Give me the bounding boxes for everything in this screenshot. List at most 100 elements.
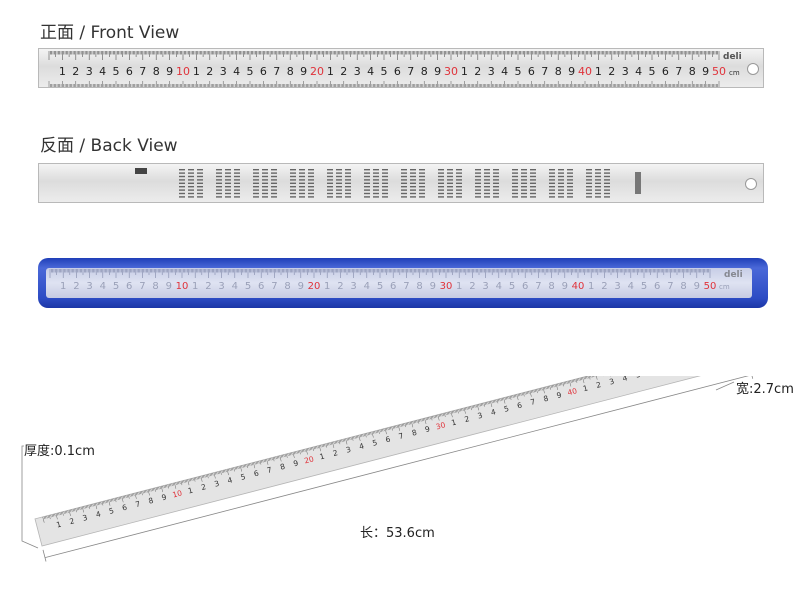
table-print-mark	[456, 189, 462, 191]
table-print-mark	[586, 172, 592, 174]
tick-mark	[548, 386, 550, 389]
table-print-mark	[327, 196, 333, 198]
tick-mark	[158, 486, 160, 490]
scale-number: 3	[86, 65, 93, 78]
tick-mark	[371, 431, 374, 438]
tick-mark	[544, 387, 546, 390]
table-print-mark	[216, 196, 222, 198]
scale-number: 2	[595, 380, 602, 390]
tick-mark	[117, 497, 119, 500]
table-print-mark	[299, 186, 305, 188]
tick-mark	[476, 404, 479, 411]
tick-mark	[491, 400, 493, 404]
tick-mark	[448, 411, 450, 415]
tick-mark	[93, 503, 95, 507]
tick-mark	[453, 410, 455, 414]
scale-number: 3	[86, 281, 92, 292]
tick-mark	[145, 490, 147, 493]
scale-number: 1	[588, 281, 594, 292]
tick-mark	[47, 515, 49, 519]
tick-mark	[320, 444, 322, 448]
table-print-mark	[521, 189, 527, 191]
tick-mark	[587, 376, 589, 379]
table-print-mark	[290, 175, 296, 178]
tick-mark	[299, 450, 301, 455]
scale-number: 2	[205, 281, 211, 292]
table-print-mark	[530, 192, 536, 195]
table-print-mark	[456, 175, 462, 178]
tick-mark	[103, 501, 105, 504]
tick-mark	[396, 425, 398, 428]
table-print-mark	[327, 169, 333, 171]
tick-mark	[404, 423, 407, 428]
table-print-mark	[493, 196, 499, 198]
tick-mark	[433, 415, 435, 419]
tick-mark	[379, 429, 381, 433]
table-print-mark	[595, 189, 601, 191]
scale-number: 4	[628, 281, 634, 292]
tick-mark	[56, 513, 59, 516]
table-print-mark	[299, 192, 305, 195]
scale-number: 3	[614, 281, 620, 292]
tick-mark	[346, 438, 348, 441]
tick-mark	[76, 507, 78, 511]
scale-number: 6	[394, 65, 401, 78]
tick-mark	[99, 502, 101, 505]
tick-mark	[508, 396, 510, 399]
tick-mark	[232, 467, 234, 471]
tick-mark	[390, 426, 392, 430]
table-print-mark	[567, 182, 573, 184]
table-print-mark	[438, 169, 444, 171]
tick-mark	[400, 424, 402, 427]
table-print-mark	[216, 175, 222, 178]
tick-mark	[345, 438, 348, 445]
scale-number: 9	[562, 281, 568, 292]
tick-mark	[495, 399, 497, 403]
tick-mark	[354, 436, 356, 439]
scale-number: 6	[654, 281, 660, 292]
table-print-mark	[345, 189, 351, 191]
table-print-mark	[549, 182, 555, 184]
table-print-mark	[401, 189, 407, 191]
tick-mark	[126, 495, 128, 498]
scale-number: 8	[689, 65, 696, 78]
tick-mark	[110, 499, 113, 502]
table-print-mark	[179, 179, 185, 181]
tick-mark	[416, 420, 418, 423]
tick-mark	[151, 488, 153, 492]
tick-mark	[291, 452, 293, 456]
scale-number: 4	[496, 281, 502, 292]
table-print-mark	[456, 192, 462, 195]
tick-mark	[42, 516, 45, 523]
table-print-mark	[188, 179, 194, 181]
table-print-mark	[401, 169, 407, 171]
tick-mark	[457, 409, 459, 414]
table-print-mark	[290, 189, 296, 191]
table-print-mark	[382, 175, 388, 178]
table-print-mark	[234, 172, 240, 174]
table-print-mark	[595, 186, 601, 188]
table-print-mark	[410, 175, 416, 178]
length-dimension-tick	[749, 376, 754, 379]
tick-mark	[482, 403, 484, 406]
table-print-mark	[382, 189, 388, 191]
table-print-mark	[604, 169, 610, 171]
scale-number: 5	[641, 281, 647, 292]
tick-mark	[250, 463, 252, 466]
table-print-mark	[364, 182, 370, 184]
tick-mark	[154, 487, 156, 492]
table-print-mark	[253, 182, 259, 184]
tick-mark	[247, 463, 250, 467]
scale-number: 7	[407, 65, 414, 78]
scale-number: 4	[100, 281, 106, 292]
table-print-mark	[336, 189, 342, 191]
tick-mark	[218, 471, 221, 474]
scale-number: 2	[601, 281, 607, 292]
tick-mark	[479, 403, 481, 407]
scale-number: 3	[482, 281, 488, 292]
tick-mark	[160, 486, 163, 493]
tick-mark	[137, 492, 139, 495]
table-print-mark	[567, 169, 573, 171]
table-print-mark	[484, 189, 490, 191]
